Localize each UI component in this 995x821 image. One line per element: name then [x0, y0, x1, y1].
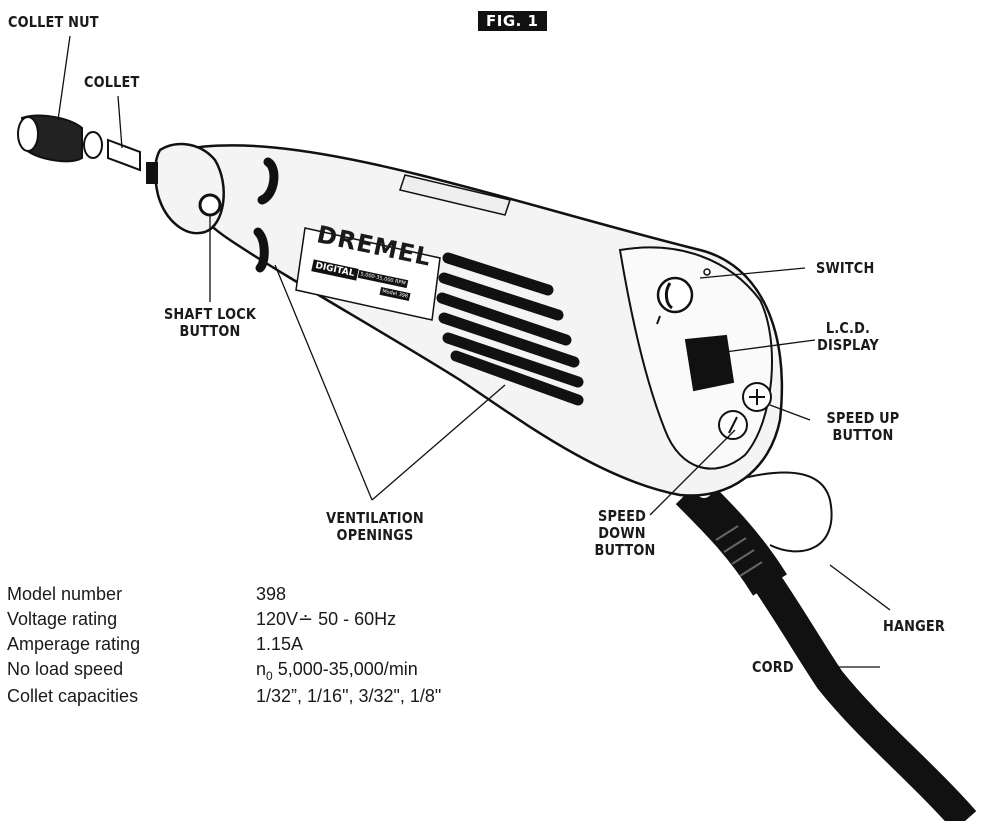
callout-line: OPENINGS [336, 526, 414, 544]
spec-row: No load speed n0 5,000-35,000/min [7, 657, 441, 684]
callout-hanger: HANGER [883, 617, 945, 635]
cord-ribs [715, 525, 763, 577]
spec-label: No load speed [7, 659, 124, 679]
spec-label: Collet capacities [7, 686, 139, 706]
collet-shape [107, 138, 141, 172]
callout-switch: SWITCH [816, 259, 875, 277]
spec-row: Voltage rating 120V∸ 50 - 60Hz [7, 607, 441, 632]
ventilation-slots [436, 252, 584, 406]
spec-value: 398 [256, 584, 287, 604]
callout-line: SPEED UP [826, 409, 900, 427]
speed-value: 5,000-35,000/min [277, 659, 418, 679]
callout-shaft-lock-button: SHAFT LOCK BUTTON [154, 306, 266, 340]
spec-label: Voltage rating [7, 609, 118, 629]
callout-line: BUTTON [179, 322, 241, 340]
callout-line: DOWN [598, 524, 646, 542]
switch [656, 276, 694, 314]
spec-value: 1/32”, 1/16", 3/32", 1/8" [256, 686, 442, 706]
speed-symbol: n [256, 659, 267, 679]
speed-symbol-subscript: 0 [266, 669, 273, 683]
spec-label: Amperage rating [7, 634, 141, 654]
spec-row: Amperage rating 1.15A [7, 632, 441, 657]
callout-speed-up-button: SPEED UP BUTTON [816, 410, 911, 444]
callout-lcd-display: L.C.D. DISPLAY [814, 320, 883, 354]
leader-lines [57, 35, 891, 668]
lcd-display [684, 334, 735, 392]
spec-value: n0 5,000-35,000/min [256, 657, 418, 684]
specifications-table: Model number 398 Voltage rating 120V∸ 50… [7, 582, 441, 709]
spec-row: Model number 398 [7, 582, 441, 607]
callout-collet: COLLET [84, 73, 140, 91]
callout-line: VENTILATION [326, 509, 424, 527]
spec-value: 1.15A [256, 634, 304, 654]
hanger [704, 471, 833, 553]
callout-line: BUTTON [594, 541, 656, 559]
spec-label: Model number [7, 584, 123, 604]
callout-collet-nut: COLLET NUT [8, 13, 99, 31]
callout-line: BUTTON [832, 426, 894, 444]
callout-line: SPEED [598, 507, 646, 525]
shaft-lock-button [198, 193, 222, 217]
callout-ventilation-openings: VENTILATION OPENINGS [319, 510, 431, 544]
tool-nose [154, 142, 225, 235]
callout-cord: CORD [752, 658, 794, 676]
callout-line: DISPLAY [817, 336, 879, 354]
callout-line: L.C.D. [825, 319, 871, 337]
cord-strain-relief [675, 475, 787, 596]
callout-speed-down-button: SPEED DOWN BUTTON [594, 507, 656, 559]
callout-line: SHAFT LOCK [163, 305, 257, 323]
spec-value: 120V∸ 50 - 60Hz [256, 609, 397, 629]
spec-row: Collet capacities 1/32”, 1/16", 3/32", 1… [7, 684, 441, 709]
figure-badge: FIG. 1 [478, 11, 547, 31]
